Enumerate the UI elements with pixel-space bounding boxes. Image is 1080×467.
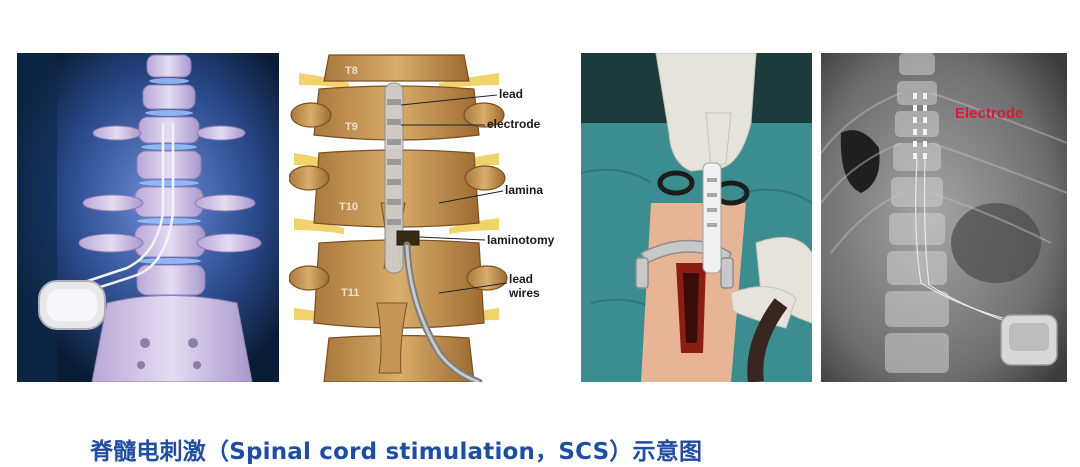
vertebra-label: T9	[345, 121, 358, 133]
callout-lead: lead	[499, 87, 524, 101]
scs-render-image	[17, 53, 279, 382]
xray-image: Electrode	[821, 53, 1067, 382]
xray-illustration	[821, 53, 1067, 382]
surgical-photo	[581, 53, 812, 382]
spine-anatomy-illustration	[289, 53, 571, 382]
callout-laminotomy: laminotomy	[487, 233, 555, 247]
vertebra-label: T11	[341, 287, 360, 299]
vertebra-label: T10	[339, 201, 358, 213]
spine-render-illustration	[17, 53, 279, 382]
vertebra-label: T8	[345, 65, 358, 77]
callout-electrode: electrode	[487, 117, 541, 131]
xray-electrode-label: Electrode	[955, 105, 1024, 122]
callout-lead-wires-line2: wires	[509, 286, 540, 300]
callout-lead-wires-line1: lead	[509, 272, 534, 286]
surgery-illustration	[581, 53, 812, 382]
callout-lamina: lamina	[505, 183, 544, 197]
scs-anatomy-diagram: T8 T9 T10 T11 lead electrode lamina lami…	[289, 53, 571, 382]
slide-caption: 脊髓电刺激（Spinal cord stimulation，SCS）示意图	[90, 439, 703, 465]
